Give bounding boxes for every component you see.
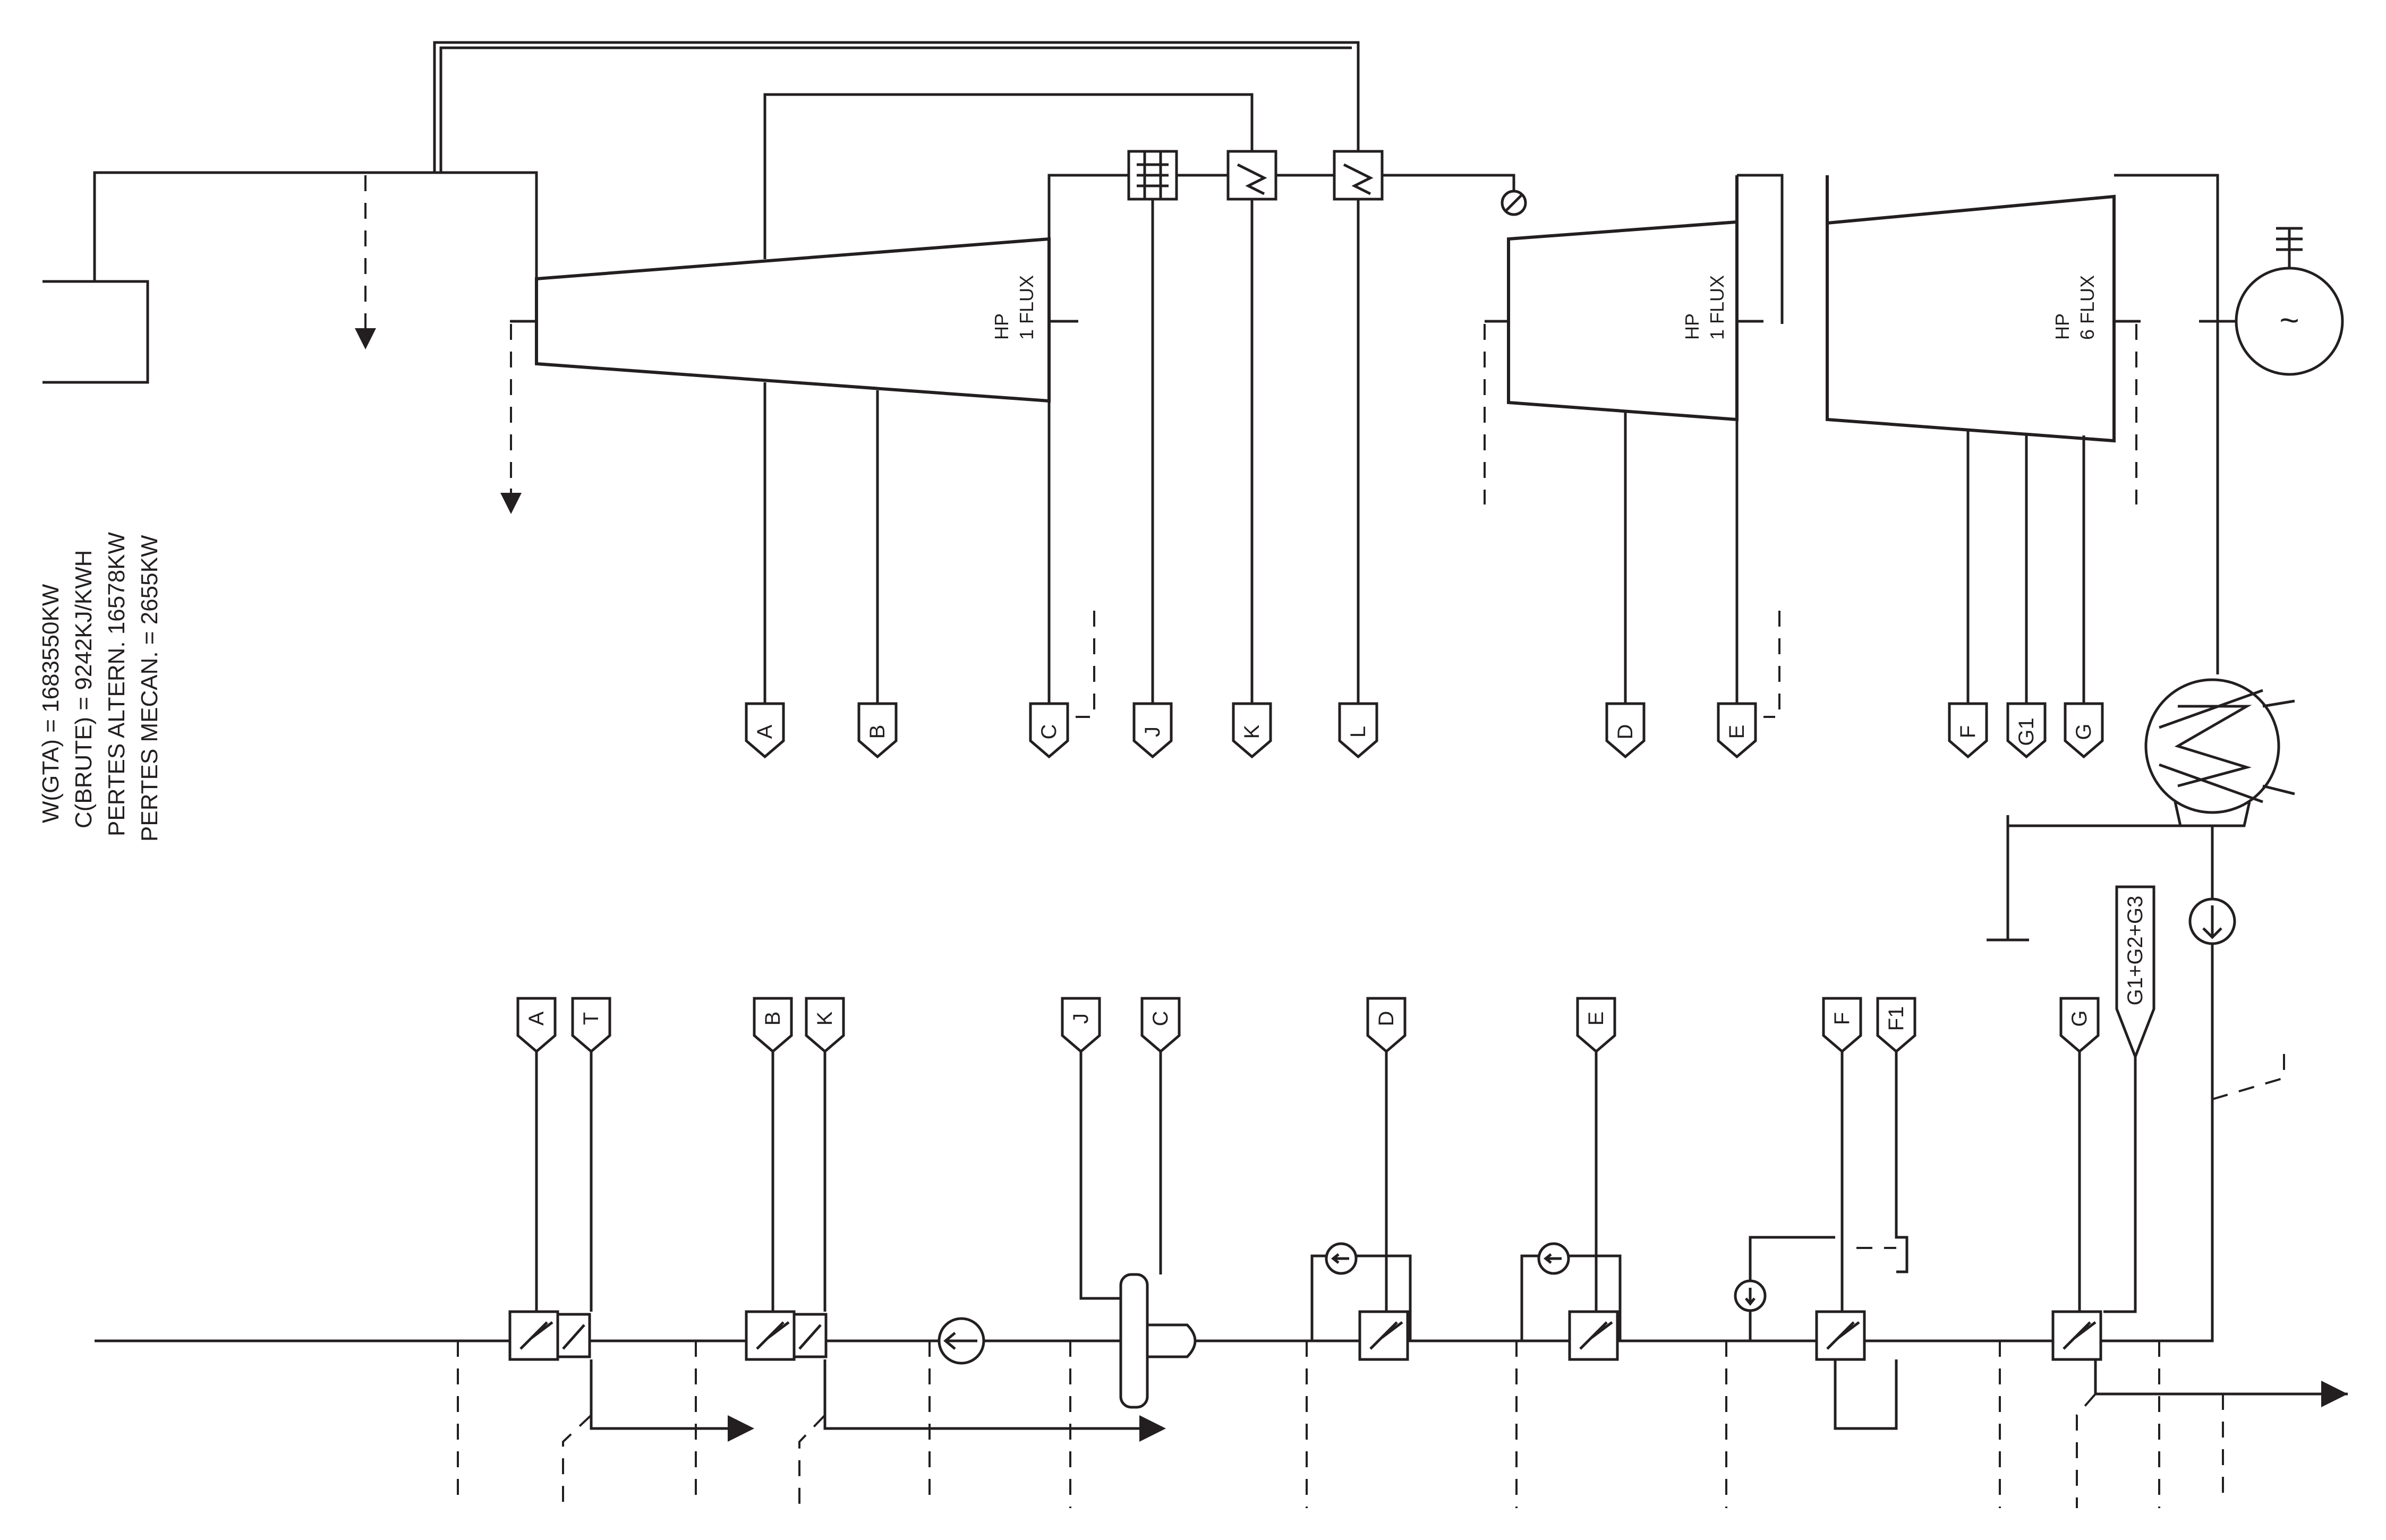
pump-4-icon	[1734, 1279, 1767, 1312]
svg-text:K: K	[1240, 724, 1264, 739]
turbine-hp2: HP 1 FLUX	[1485, 220, 1763, 422]
feedwater-heaters	[508, 1310, 2102, 1361]
svg-text:D: D	[1375, 1011, 1398, 1026]
top-connectors: A B C J K L D E F G1 G	[745, 702, 2104, 759]
hp2-label-line2: 1 FLUX	[1706, 275, 1728, 340]
bottom-connector-g: G	[2059, 997, 2100, 1054]
bottom-connector-f1: F1	[1876, 997, 1916, 1054]
summary-line-3: PERTES ALTERN. 16578KW	[104, 532, 130, 836]
top-connector-f: F	[1948, 702, 1988, 759]
bottom-connector-f: F	[1822, 997, 1862, 1054]
control-valve-icon	[1501, 190, 1527, 216]
hp2-label-line1: HP	[1681, 313, 1703, 340]
top-connector-d: D	[1605, 702, 1646, 759]
hp3-label-line2: 6 FLUX	[2076, 275, 2098, 340]
pump-3-icon	[1537, 1242, 1570, 1275]
svg-text:G1+G2+G3: G1+G2+G3	[2124, 896, 2147, 1006]
top-connector-j: J	[1132, 702, 1173, 759]
l-exchanger-icon	[1333, 150, 1384, 201]
steam-piping	[42, 41, 2219, 384]
hp1-label-line1: HP	[991, 313, 1012, 340]
svg-text:A: A	[753, 724, 777, 739]
svg-text:D: D	[1614, 724, 1637, 740]
summary-line-1: W(GTA) = 1683550KW	[38, 584, 64, 823]
svg-text:J: J	[1141, 726, 1164, 737]
extraction-lines	[763, 382, 2085, 712]
svg-text:B: B	[761, 1012, 785, 1026]
top-connector-g1: G1	[2006, 702, 2047, 759]
hp3-label-line1: HP	[2051, 313, 2073, 340]
svg-text:J: J	[1069, 1013, 1093, 1024]
condenser-icon	[2144, 678, 2295, 827]
svg-text:F: F	[1956, 725, 1980, 738]
svg-text:F1: F1	[1885, 1006, 1908, 1031]
svg-text:L: L	[1347, 726, 1370, 738]
bottom-connector-d: D	[1366, 997, 1407, 1054]
svg-text:G: G	[2072, 723, 2095, 740]
top-connector-c: C	[1029, 702, 1069, 759]
svg-text:F: F	[1830, 1012, 1854, 1025]
bottom-connector-k: K	[805, 997, 845, 1054]
heater-g-icon	[2051, 1310, 2102, 1361]
summary-line-4: PERTES MECAN. = 2655KW	[137, 535, 163, 842]
svg-text:A: A	[525, 1011, 548, 1025]
top-connector-g: G	[2064, 702, 2104, 759]
top-dashed-lines	[364, 175, 2137, 718]
svg-text:E: E	[1584, 1012, 1608, 1026]
summary-line-2: C(BRUTE) = 9242KJ/KWH	[71, 550, 97, 828]
bottom-connector-t: T	[571, 997, 611, 1054]
svg-text:G: G	[2068, 1010, 2091, 1026]
svg-text:E: E	[1725, 725, 1749, 739]
top-connector-e: E	[1717, 702, 1757, 759]
hp1-label-line2: 1 FLUX	[1016, 275, 1037, 340]
bottom-connector-a: A	[516, 997, 557, 1054]
svg-text:C: C	[1037, 724, 1061, 740]
svg-text:G1: G1	[2015, 717, 2038, 746]
bottom-dashed-lines	[457, 1247, 2224, 1508]
top-connector-b: B	[857, 702, 898, 759]
svg-text:T: T	[580, 1012, 603, 1025]
bottom-connector-b: B	[753, 997, 793, 1054]
bottom-connector-j: J	[1061, 997, 1101, 1054]
turbine-hp1: HP 1 FLUX	[510, 237, 1078, 403]
svg-text:K: K	[813, 1011, 837, 1025]
bottom-connector-e: E	[1576, 997, 1616, 1054]
pump-2-icon	[1325, 1242, 1358, 1275]
svg-text:C: C	[1149, 1011, 1172, 1026]
svg-text:B: B	[866, 725, 889, 739]
top-connector-k: K	[1232, 702, 1272, 759]
summary-block: W(GTA) = 1683550KW C(BRUTE) = 9242KJ/KWH…	[38, 532, 163, 842]
bottom-connectors: A T B K J C D E F F1 G G1+G2+G3	[516, 885, 2155, 1060]
top-connector-l: L	[1338, 702, 1378, 759]
bottom-connector-g1-g2-g3: G1+G2+G3	[2115, 885, 2155, 1060]
deaerator-icon	[1119, 1273, 1197, 1409]
top-heat-exchangers	[1127, 150, 1384, 712]
bottom-vertical-lines	[535, 1051, 2137, 1313]
generator-symbol: ~	[2279, 301, 2299, 339]
condensate-pump-icon	[2188, 897, 2236, 945]
turbine-hp3: HP 6 FLUX	[1826, 194, 2141, 443]
top-connector-a: A	[745, 702, 785, 759]
pump-1-icon	[938, 1317, 985, 1365]
generator-icon: ~	[2235, 227, 2344, 376]
bottom-connector-c: C	[1140, 997, 1181, 1054]
k-exchanger-icon	[1226, 150, 1277, 201]
